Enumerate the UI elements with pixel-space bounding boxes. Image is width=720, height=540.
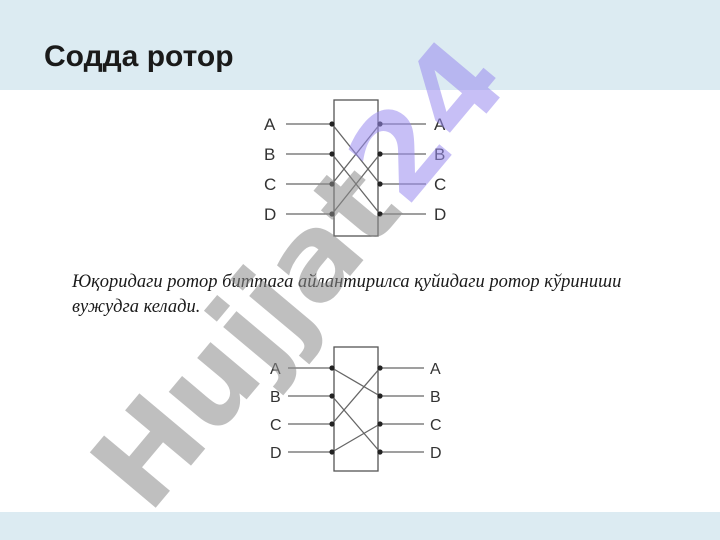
left-label-a: A	[270, 361, 281, 378]
left-label-b: B	[270, 389, 281, 406]
rotor-box	[333, 346, 379, 472]
rotor-diagram-top: A B C D A B C D	[264, 99, 446, 237]
slide-title: Содда ротор	[44, 40, 234, 73]
right-label-b: B	[434, 145, 445, 164]
footer-band	[0, 512, 720, 540]
contact-dot	[377, 211, 383, 217]
contact-dot	[377, 393, 383, 399]
right-label-d: D	[430, 445, 442, 462]
right-label-c: C	[434, 175, 446, 194]
contact-dot	[377, 421, 383, 427]
contact-dot	[377, 365, 383, 371]
contact-dot	[329, 121, 335, 127]
slide-caption: Юқоридаги ротор биттага айлантирилса қуй…	[72, 272, 622, 317]
rotor-wiring	[331, 123, 381, 185]
left-label-a: A	[264, 115, 276, 134]
contact-dot	[329, 449, 335, 455]
contact-dot	[329, 393, 335, 399]
left-label-c: C	[270, 417, 282, 434]
contact-dot	[329, 421, 335, 427]
rotor-box	[333, 99, 379, 237]
left-label-d: D	[264, 205, 276, 224]
right-label-d: D	[434, 205, 446, 224]
contact-dot	[329, 211, 335, 217]
rotor-wiring	[331, 367, 381, 425]
left-label-b: B	[264, 145, 275, 164]
contact-dot	[329, 151, 335, 157]
contact-dot	[377, 449, 383, 455]
right-label-c: C	[430, 417, 442, 434]
rotor-wiring	[331, 153, 381, 215]
contact-dot	[377, 181, 383, 187]
rotor-diagram-bottom: A B C D A B C D	[270, 346, 442, 472]
contact-dot	[377, 121, 383, 127]
rotor-wiring	[331, 367, 381, 397]
contact-dot	[329, 181, 335, 187]
left-label-c: C	[264, 175, 276, 194]
rotor-wiring	[331, 423, 381, 453]
left-label-d: D	[270, 445, 282, 462]
right-label-a: A	[434, 115, 446, 134]
right-label-b: B	[430, 389, 441, 406]
right-label-a: A	[430, 361, 441, 378]
contact-dot	[377, 151, 383, 157]
rotor-wiring	[331, 395, 381, 453]
header-band	[0, 0, 720, 90]
contact-dot	[329, 365, 335, 371]
